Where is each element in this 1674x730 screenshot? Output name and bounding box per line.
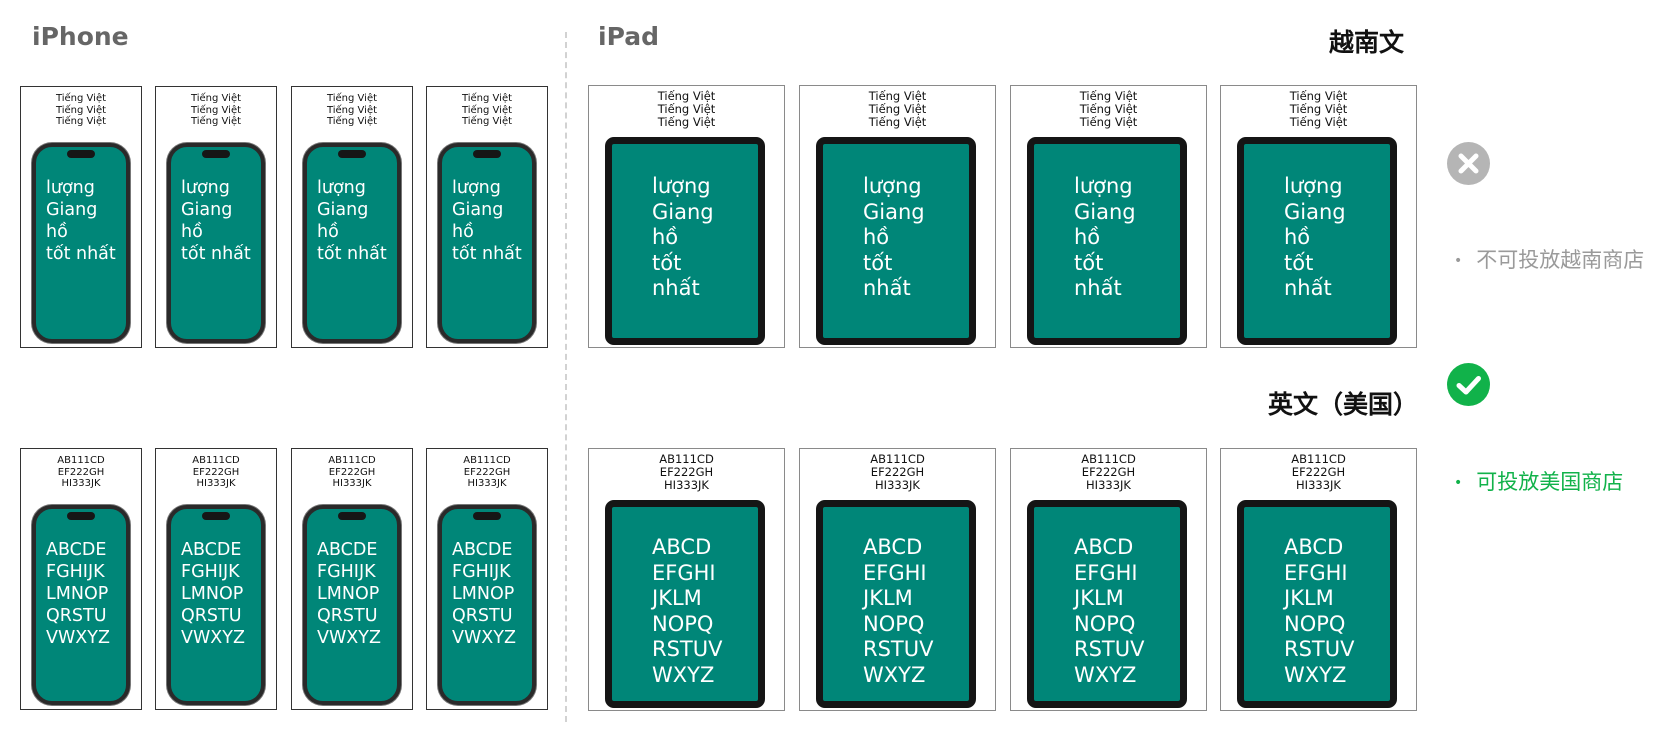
- ipad-screenshot-card: Tiếng Việt Tiếng Việt Tiếng Việt lượng Gi…: [1010, 85, 1207, 348]
- iphone-screen-text: lượng Giang hồ tốt nhất: [452, 178, 522, 264]
- screenshot-caption: Tiếng Việt Tiếng Việt Tiếng Việt: [326, 93, 378, 127]
- ipad-screen-text: lượng Giang hồ tốt nhất: [863, 174, 925, 300]
- screenshot-caption: AB111CD EF222GH HI333JK: [328, 455, 376, 489]
- ipad-screenshot-card: AB111CD EF222GH HI333JK ABCD EFGHI JKLM N…: [1010, 448, 1207, 711]
- ipad-screenshot-card: Tiếng Việt Tiếng Việt Tiếng Việt lượng Gi…: [588, 85, 785, 348]
- bullet-dot: •: [1454, 475, 1463, 491]
- section-divider: [565, 32, 567, 722]
- ipad-device: ABCD EFGHI JKLM NOPQ RSTUV WXYZ: [816, 500, 976, 708]
- dynamic-island: [338, 512, 366, 520]
- ipad-screenshot-card: AB111CD EF222GH HI333JK ABCD EFGHI JKLM N…: [799, 448, 996, 711]
- dynamic-island: [67, 150, 95, 158]
- dynamic-island: [67, 512, 95, 520]
- screenshot-caption: AB111CD EF222GH HI333JK: [1081, 452, 1136, 492]
- ipad-screenshot-card: AB111CD EF222GH HI333JK ABCD EFGHI JKLM N…: [588, 448, 785, 711]
- iphone-device: ABCDE FGHIJK LMNOP QRSTU VWXYZ: [32, 505, 130, 705]
- screenshot-caption: AB111CD EF222GH HI333JK: [57, 455, 105, 489]
- iphone-device: lượng Giang hồ tốt nhất: [167, 143, 265, 343]
- iphone-screenshot-card: Tiếng Việt Tiếng Việt Tiếng Việt lượng Gi…: [20, 86, 142, 348]
- iphone-screenshot-card: Tiếng Việt Tiếng Việt Tiếng Việt lượng Gi…: [155, 86, 277, 348]
- screenshot-caption: AB111CD EF222GH HI333JK: [870, 452, 925, 492]
- iphone-screen-text: ABCDE FGHIJK LMNOP QRSTU VWXYZ: [46, 540, 110, 648]
- ipad-device: ABCD EFGHI JKLM NOPQ RSTUV WXYZ: [1027, 500, 1187, 708]
- iphone-screenshot-card: AB111CD EF222GH HI333JK ABCDE FGHIJK LMNO…: [426, 448, 548, 710]
- iphone-screenshot-card: AB111CD EF222GH HI333JK ABCDE FGHIJK LMNO…: [155, 448, 277, 710]
- ipad-device: lượng Giang hồ tốt nhất: [1237, 137, 1397, 345]
- screenshot-caption: Tiếng Việt Tiếng Việt Tiếng Việt: [657, 89, 716, 129]
- english-language-title: 英文（美国）: [1267, 390, 1418, 419]
- ipad-screen-text: ABCD EFGHI JKLM NOPQ RSTUV WXYZ: [863, 535, 934, 687]
- ipad-screenshot-card: AB111CD EF222GH HI333JK ABCD EFGHI JKLM N…: [1220, 448, 1417, 711]
- ipad-device: lượng Giang hồ tốt nhất: [816, 137, 976, 345]
- iphone-device: ABCDE FGHIJK LMNOP QRSTU VWXYZ: [303, 505, 401, 705]
- ipad-device: ABCD EFGHI JKLM NOPQ RSTUV WXYZ: [605, 500, 765, 708]
- iphone-screen-text: lượng Giang hồ tốt nhất: [181, 178, 251, 264]
- screenshot-caption: Tiếng Việt Tiếng Việt Tiếng Việt: [1079, 89, 1138, 129]
- iphone-screenshot-card: Tiếng Việt Tiếng Việt Tiếng Việt lượng Gi…: [426, 86, 548, 348]
- screenshot-caption: AB111CD EF222GH HI333JK: [1291, 452, 1346, 492]
- vietnamese-store-note-text: 不可投放越南商店: [1476, 248, 1645, 272]
- english-store-note: • 可投放美国商店: [1454, 466, 1623, 496]
- iphone-device: lượng Giang hồ tốt nhất: [438, 143, 536, 343]
- screenshot-caption: AB111CD EF222GH HI333JK: [192, 455, 240, 489]
- ipad-screenshot-card: Tiếng Việt Tiếng Việt Tiếng Việt lượng Gi…: [799, 85, 996, 348]
- bullet-dot: •: [1454, 253, 1463, 269]
- iphone-device: lượng Giang hồ tốt nhất: [303, 143, 401, 343]
- english-store-note-text: 可投放美国商店: [1476, 470, 1624, 494]
- screenshot-caption: AB111CD EF222GH HI333JK: [463, 455, 511, 489]
- screenshot-caption: Tiếng Việt Tiếng Việt Tiếng Việt: [868, 89, 927, 129]
- iphone-device: lượng Giang hồ tốt nhất: [32, 143, 130, 343]
- iphone-screenshot-card: Tiếng Việt Tiếng Việt Tiếng Việt lượng Gi…: [291, 86, 413, 348]
- iphone-screen-text: lượng Giang hồ tốt nhất: [46, 178, 116, 264]
- close-icon: [1447, 142, 1490, 185]
- screenshot-caption: Tiếng Việt Tiếng Việt Tiếng Việt: [461, 93, 513, 127]
- iphone-screen-text: lượng Giang hồ tốt nhất: [317, 178, 387, 264]
- iphone-screen-text: ABCDE FGHIJK LMNOP QRSTU VWXYZ: [317, 540, 381, 648]
- screenshot-caption: Tiếng Việt Tiếng Việt Tiếng Việt: [190, 93, 242, 127]
- iphone-screenshot-card: AB111CD EF222GH HI333JK ABCDE FGHIJK LMNO…: [291, 448, 413, 710]
- ipad-screen-text: ABCD EFGHI JKLM NOPQ RSTUV WXYZ: [652, 535, 723, 687]
- iphone-device: ABCDE FGHIJK LMNOP QRSTU VWXYZ: [438, 505, 536, 705]
- ipad-screen-text: lượng Giang hồ tốt nhất: [1284, 174, 1346, 300]
- dynamic-island: [202, 512, 230, 520]
- iphone-section-title: iPhone: [32, 22, 129, 51]
- ipad-device: lượng Giang hồ tốt nhất: [1027, 137, 1187, 345]
- ipad-screen-text: lượng Giang hồ tốt nhất: [1074, 174, 1136, 300]
- rejected-status: [1447, 142, 1490, 185]
- iphone-screen-text: ABCDE FGHIJK LMNOP QRSTU VWXYZ: [452, 540, 516, 648]
- ipad-screenshot-card: Tiếng Việt Tiếng Việt Tiếng Việt lượng Gi…: [1220, 85, 1417, 348]
- ipad-screen-text: lượng Giang hồ tốt nhất: [652, 174, 714, 300]
- dynamic-island: [473, 512, 501, 520]
- dynamic-island: [473, 150, 501, 158]
- ipad-screen-text: ABCD EFGHI JKLM NOPQ RSTUV WXYZ: [1284, 535, 1355, 687]
- approved-status: [1447, 363, 1490, 406]
- ipad-device: lượng Giang hồ tốt nhất: [605, 137, 765, 345]
- ipad-screen-text: ABCD EFGHI JKLM NOPQ RSTUV WXYZ: [1074, 535, 1145, 687]
- dynamic-island: [202, 150, 230, 158]
- screenshot-caption: Tiếng Việt Tiếng Việt Tiếng Việt: [55, 93, 107, 127]
- iphone-screenshot-card: AB111CD EF222GH HI333JK ABCDE FGHIJK LMNO…: [20, 448, 142, 710]
- screenshot-caption: Tiếng Việt Tiếng Việt Tiếng Việt: [1289, 89, 1348, 129]
- ipad-device: ABCD EFGHI JKLM NOPQ RSTUV WXYZ: [1237, 500, 1397, 708]
- ipad-section-title: iPad: [598, 22, 659, 51]
- check-icon: [1447, 363, 1490, 406]
- vietnamese-language-title: 越南文: [1328, 28, 1404, 57]
- iphone-screen-text: ABCDE FGHIJK LMNOP QRSTU VWXYZ: [181, 540, 245, 648]
- dynamic-island: [338, 150, 366, 158]
- screenshot-caption: AB111CD EF222GH HI333JK: [659, 452, 714, 492]
- iphone-device: ABCDE FGHIJK LMNOP QRSTU VWXYZ: [167, 505, 265, 705]
- vietnamese-store-note: • 不可投放越南商店: [1454, 244, 1644, 274]
